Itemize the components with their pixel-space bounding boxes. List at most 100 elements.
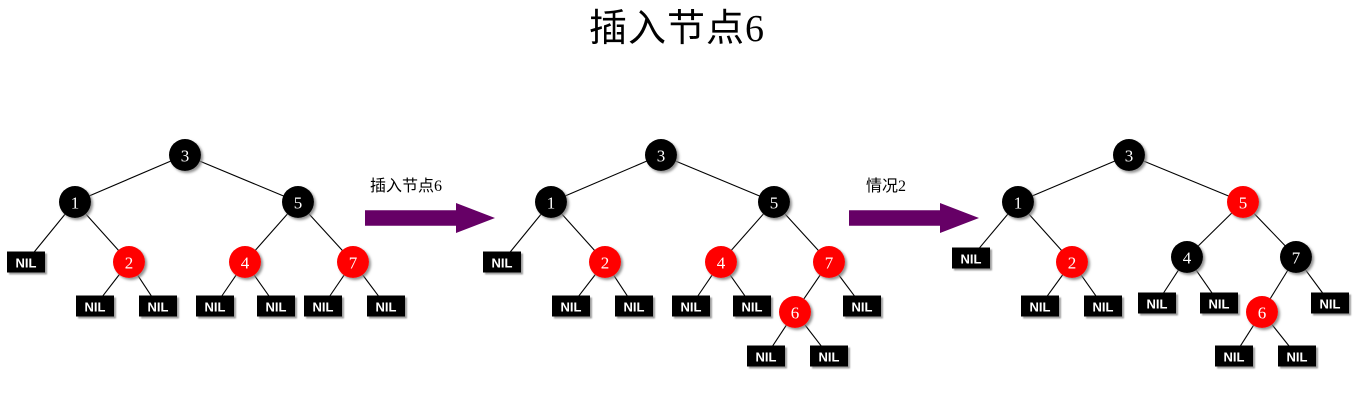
nil-leaf: NIL: [810, 345, 848, 367]
nil-box: [483, 251, 521, 273]
tree-edge: [977, 213, 1009, 250]
nil-leaf: NIL: [257, 295, 295, 317]
nil-box: [1278, 345, 1316, 367]
tree-edge: [1304, 268, 1324, 295]
nil-box: [257, 295, 295, 317]
nil-leaf: NIL: [843, 295, 881, 317]
tree-node-black: 1: [535, 186, 567, 218]
tree-edge: [254, 212, 289, 252]
tree-edge: [577, 273, 597, 298]
nil-leaf: NIL: [139, 295, 177, 317]
nil-leaf: NIL: [1278, 345, 1316, 367]
tree-node-black: 3: [169, 139, 201, 171]
tree-edge: [1142, 160, 1230, 197]
nil-box: [747, 345, 785, 367]
tree-node-black: 3: [1113, 139, 1145, 171]
node-circle: [1280, 241, 1312, 273]
tree-edge: [612, 274, 629, 297]
tree-node-red: 7: [813, 246, 845, 278]
nil-label: NIL: [1030, 300, 1051, 315]
nil-leaf: NIL: [615, 295, 653, 317]
nil-label: NIL: [205, 300, 226, 315]
tree-node-black: 1: [59, 186, 91, 218]
node-label: 1: [547, 194, 556, 213]
tree-edge: [101, 273, 121, 298]
nil-leaf: NIL: [733, 295, 771, 317]
tree-edge: [730, 212, 765, 252]
tree-node-black: 4: [1171, 241, 1203, 273]
tree-nil-leaves: NIL NIL NIL NIL NIL NIL NIL NIL NIL NIL NIL NIL NIL N…: [7, 247, 1349, 367]
nil-box: [952, 247, 990, 269]
node-circle: [59, 186, 91, 218]
tree-edge: [508, 213, 542, 254]
nil-label: NIL: [756, 350, 777, 365]
tree-edge: [674, 160, 761, 197]
tree-edge: [564, 160, 648, 197]
node-label: 4: [1183, 249, 1192, 268]
tree-edge: [1162, 269, 1180, 294]
node-circle: [282, 186, 314, 218]
nil-box: [1138, 292, 1176, 314]
node-circle: [813, 246, 845, 278]
node-label: 1: [1014, 194, 1023, 213]
node-circle: [589, 246, 621, 278]
tree-edge: [803, 323, 823, 348]
nil-leaf: NIL: [1311, 292, 1349, 314]
nil-label: NIL: [16, 256, 37, 271]
tree-node-black: 7: [1280, 241, 1312, 273]
tree-edge: [1195, 268, 1213, 294]
nil-leaf: NIL: [483, 251, 521, 273]
nil-leaf: NIL: [552, 295, 590, 317]
nil-box: [672, 295, 710, 317]
tree-edge: [1269, 269, 1289, 300]
nil-label: NIL: [1287, 350, 1308, 365]
tree-edge: [783, 212, 820, 252]
tree-edge: [1239, 324, 1255, 347]
node-circle: [1227, 186, 1259, 218]
nil-label: NIL: [492, 256, 513, 271]
transition-arrow: [365, 203, 495, 233]
tree-edge: [307, 212, 344, 252]
nil-leaf: NIL: [76, 295, 114, 317]
nil-box: [1311, 292, 1349, 314]
nil-leaf: NIL: [672, 295, 710, 317]
node-label: 2: [125, 254, 134, 273]
page-title: 插入节点6: [588, 8, 765, 50]
node-label: 5: [1239, 194, 1248, 213]
node-circle: [1056, 246, 1088, 278]
tree-node-red: 6: [1246, 296, 1278, 328]
arrow-label-1: 插入节点6: [370, 178, 443, 195]
nil-label: NIL: [148, 300, 169, 315]
nil-leaf: NIL: [196, 295, 234, 317]
node-label: 5: [770, 194, 779, 213]
node-label: 3: [1125, 147, 1134, 166]
nil-leaf: NIL: [1084, 295, 1122, 317]
tree-edge: [253, 273, 270, 297]
nil-label: NIL: [819, 350, 840, 365]
nil-label: NIL: [1093, 300, 1114, 315]
transition-arrows: [365, 203, 979, 233]
nil-box: [1215, 345, 1253, 367]
tree-edges: [32, 160, 1324, 348]
nil-label: NIL: [376, 300, 397, 315]
nil-leaf: NIL: [367, 295, 405, 317]
tree-edge: [1046, 273, 1064, 298]
nil-leaf: NIL: [1021, 295, 1059, 317]
node-circle: [1171, 241, 1203, 273]
tree-edge: [136, 274, 153, 297]
tree-node-red: 5: [1227, 186, 1259, 218]
node-circle: [113, 246, 145, 278]
nil-box: [1200, 292, 1238, 314]
node-label: 4: [241, 254, 250, 273]
nil-box: [552, 295, 590, 317]
tree-edge: [221, 274, 238, 297]
node-label: 4: [717, 254, 726, 273]
node-label: 7: [825, 254, 834, 273]
node-label: 7: [1292, 249, 1301, 268]
tree-edge: [729, 273, 746, 297]
nil-label: NIL: [561, 300, 582, 315]
tree-node-red: 7: [337, 246, 369, 278]
tree-node-black: 1: [1002, 186, 1034, 218]
node-circle: [535, 186, 567, 218]
